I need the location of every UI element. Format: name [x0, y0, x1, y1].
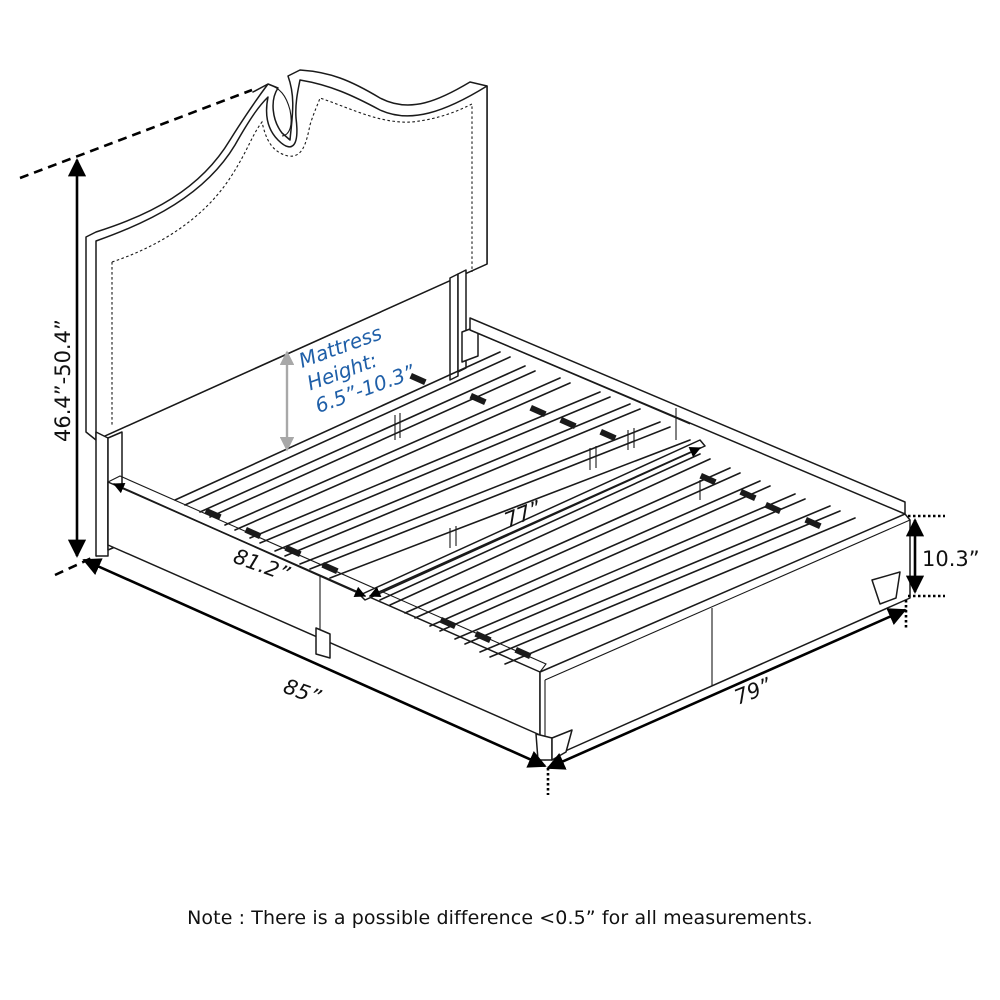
total-height-label: 46.4”-50.4” [51, 319, 75, 442]
headboard [85, 69, 488, 557]
total-length-label: 85” [280, 674, 325, 710]
dimension-lines [19, 88, 945, 795]
bed-frame [107, 317, 911, 761]
frame-height-label: 10.3” [922, 547, 980, 571]
measurement-note: Note : There is a possible difference <0… [187, 907, 813, 929]
total-width-label: 79” [731, 673, 776, 710]
